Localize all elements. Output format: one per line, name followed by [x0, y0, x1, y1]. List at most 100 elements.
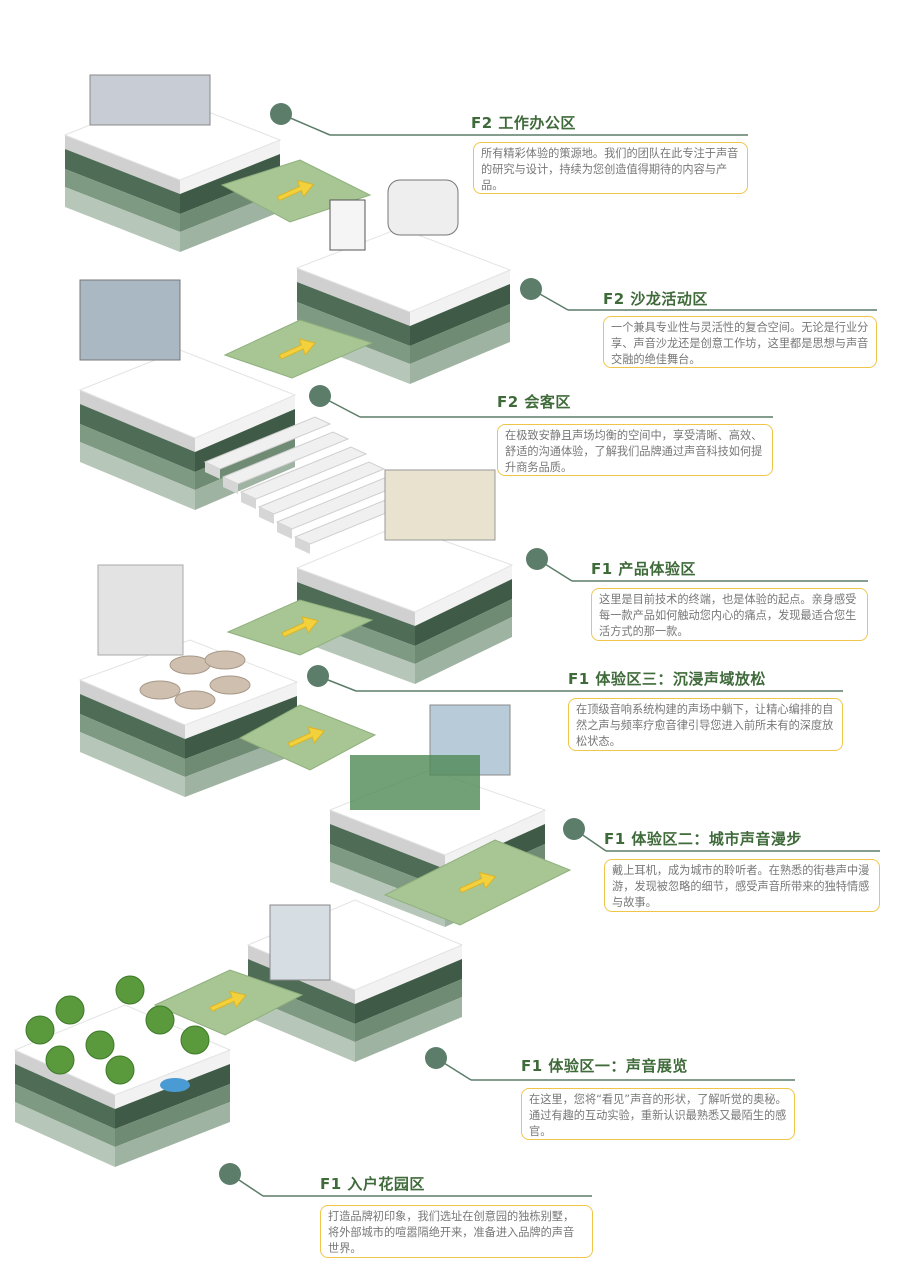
zone-description: 一个兼具专业性与灵活性的复合空间。无论是行业分享、声音沙龙还是创意工作坊，这里都… [603, 316, 877, 368]
arrow-icon-salon-lounge [278, 338, 317, 360]
garden-platform-left-face [15, 1102, 115, 1167]
stair-riser [295, 537, 310, 554]
stair-riser [223, 477, 238, 494]
arrow-icon-product-relax [281, 616, 319, 638]
walk-platform-left-face [330, 810, 445, 869]
garden-platform-right-face [115, 1064, 230, 1129]
zone-title: F2 沙龙活动区 [603, 290, 708, 308]
tree [85, 1030, 115, 1060]
whiteboard [329, 199, 366, 251]
zone-description: 所有精彩体验的策源地。我们的团队在此专注于声音的研究与设计，持续为您创造值得期待… [473, 142, 748, 194]
office-platform-left-face [65, 187, 180, 252]
garden-platform-left-face [15, 1084, 115, 1147]
office-platform-left-face [65, 135, 180, 194]
relax-platform-left-face [80, 732, 185, 797]
arrow-icon-relax-walk [287, 726, 326, 748]
marker-dot-icon [526, 548, 548, 570]
salon-platform-left-face [297, 268, 410, 326]
product-platform-left-face [297, 568, 415, 626]
marker-dot-icon [307, 665, 329, 687]
meditation-cushion [139, 680, 181, 700]
tree [45, 1045, 75, 1075]
marker-dot-icon [425, 1047, 447, 1069]
zone-description: 在极致安静且声场均衡的空间中，享受清晰、高效、舒适的沟通体验，了解我们品牌通过声… [497, 424, 773, 476]
marker-dot-icon [309, 385, 331, 407]
product-platform-right-face [415, 617, 512, 684]
garden-platform-floor [13, 1004, 232, 1096]
relax-platform-left-face [80, 714, 185, 777]
exhibit-platform-right-face [355, 959, 462, 1024]
lounge-platform-right-face [195, 395, 295, 452]
stair-riser [205, 462, 220, 479]
exhibit-platform-right-face [355, 979, 462, 1042]
arrow-icon-exhibit-garden [209, 990, 247, 1012]
zone-description: 在这里，您将“看见”声音的形状，了解听觉的奥秘。通过有趣的互动实验，重新认识最熟… [521, 1088, 795, 1140]
zone-title: F2 工作办公区 [471, 114, 576, 132]
zone-title: F2 会客区 [497, 393, 571, 411]
office-platform-right-face [180, 192, 280, 252]
garden-platform-right-face [115, 1102, 230, 1167]
walk-platform-left-face [330, 824, 445, 889]
tree [25, 1015, 55, 1045]
stair-riser [241, 492, 256, 509]
exhibit-platform-right-face [355, 997, 462, 1062]
product-platform-right-face [415, 579, 512, 646]
marker-dot-icon [563, 818, 585, 840]
tree [180, 1025, 210, 1055]
tree [145, 1005, 175, 1035]
stair-riser [259, 507, 274, 524]
relax-platform-left-face [80, 694, 185, 759]
meditation-cushion [204, 650, 246, 670]
window-wall [79, 279, 181, 361]
marker-dot-icon [520, 278, 542, 300]
lounge-platform-left-face [80, 404, 195, 472]
office-platform-left-face [65, 149, 180, 214]
salon-platform-right-face [410, 322, 510, 384]
phone-booths [387, 179, 459, 236]
zone-description: 这里是目前技术的终端，也是体验的起点。亲身感受每一款产品如何触动您内心的痛点，发… [591, 588, 868, 641]
pond [160, 1078, 190, 1092]
meditation-cushion [174, 690, 216, 710]
tree [115, 975, 145, 1005]
product-platform-right-face [415, 599, 512, 664]
exhibit-platform-right-face [355, 945, 462, 1004]
meditation-cushion [169, 655, 211, 675]
zone-description: 在顶级音响系统构建的声场中躺下，让精心编排的自然之声与频率疗愈音律引导您进入前所… [568, 698, 843, 751]
salon-platform-right-face [410, 270, 510, 326]
product-shelf [384, 469, 496, 541]
zone-description: 戴上耳机，成为城市的聆听者。在熟悉的街巷声中漫游，发现被忽略的细节，感受声音所带… [604, 859, 880, 912]
product-platform-floor [295, 524, 514, 613]
lounge-platform-left-face [80, 442, 195, 510]
relax-platform-left-face [80, 680, 185, 739]
zone-title: F1 体验区一：声音展览 [521, 1057, 688, 1075]
projection-screen [97, 564, 184, 656]
stair-step [203, 416, 332, 470]
office-furniture [89, 74, 211, 126]
garden-platform-left-face [15, 1064, 115, 1129]
tree [105, 1055, 135, 1085]
zone-title: F1 入户花园区 [320, 1175, 425, 1193]
salon-platform-left-face [297, 282, 410, 346]
salon-platform-right-face [410, 284, 510, 346]
arrow-icon-office-salon [276, 179, 315, 202]
stair-step [221, 431, 350, 485]
product-platform-right-face [415, 565, 512, 626]
exhibit-door [269, 904, 331, 981]
meditation-cushion [209, 675, 251, 695]
lounge-platform-floor [78, 349, 297, 439]
garden-platform-right-face [115, 1084, 230, 1147]
office-platform-left-face [65, 169, 180, 232]
relax-platform-right-face [185, 696, 297, 759]
garden-platform-left-face [15, 1050, 115, 1109]
salon-platform-right-face [410, 304, 510, 364]
relax-garden-installation [350, 755, 480, 810]
stair-step [257, 461, 386, 515]
salon-platform-left-face [297, 302, 410, 364]
zone-title: F1 产品体验区 [591, 560, 696, 578]
product-platform-left-face [297, 582, 415, 646]
zone-title: F1 体验区三：沉浸声域放松 [568, 670, 766, 688]
relax-platform-right-face [185, 682, 297, 739]
marker-dot-icon [219, 1163, 241, 1185]
arrow-icon-walk-exhibit [458, 871, 497, 894]
